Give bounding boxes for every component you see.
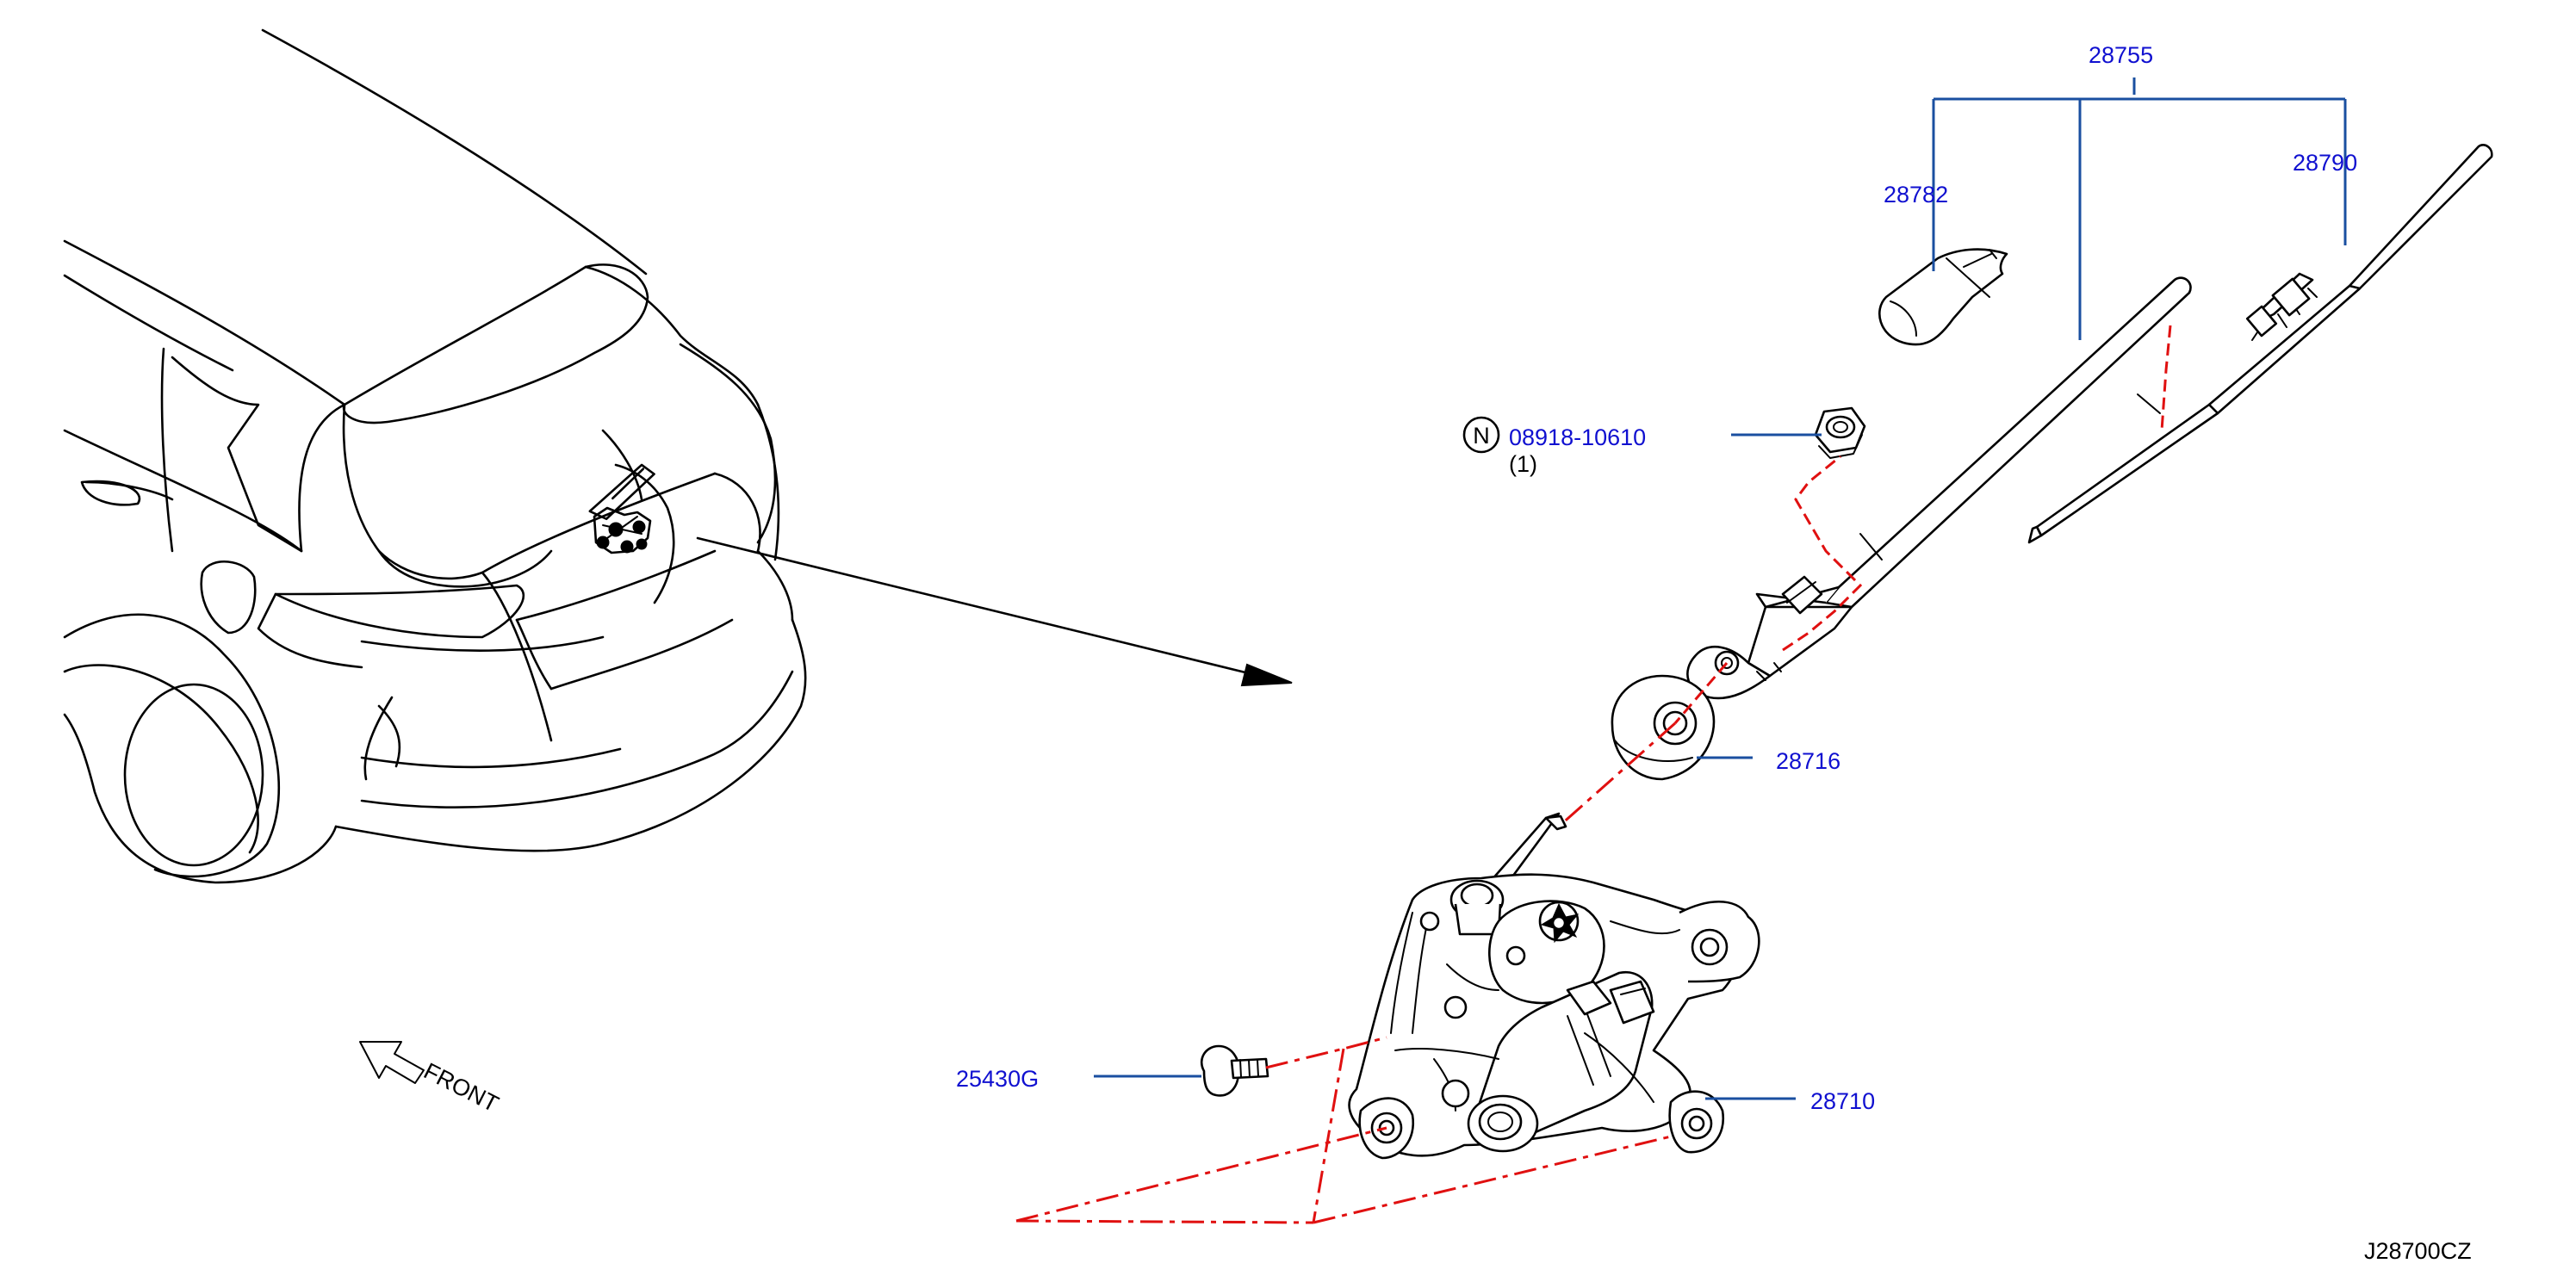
circled-n-icon: N: [1462, 416, 1500, 454]
label-08918-10610[interactable]: 08918-10610: [1509, 424, 1646, 450]
label-28782[interactable]: 28782: [1884, 182, 1948, 207]
centerlines: [1015, 325, 2172, 1224]
leader-lines: [1094, 77, 2347, 1100]
front-arrow-icon: [359, 1041, 425, 1084]
pivot-seal-illustration: [1611, 674, 1716, 781]
arm-cap-illustration: [1878, 248, 2008, 346]
label-28790[interactable]: 28790: [2293, 150, 2357, 176]
label-28755[interactable]: 28755: [2089, 42, 2153, 68]
nut-quantity: (1): [1509, 451, 1537, 477]
wiper-arm-illustration: [1686, 276, 2192, 700]
front-label: FRONT: [419, 1058, 502, 1118]
label-28710[interactable]: 28710: [1810, 1088, 1875, 1114]
label-25430G[interactable]: 25430G: [956, 1066, 1039, 1092]
front-indicator: FRONT: [359, 1041, 503, 1118]
nut-illustration: [1814, 406, 1866, 459]
pointer-arrow: [696, 536, 1293, 687]
nut-marker-text: N: [1473, 423, 1490, 449]
label-28716[interactable]: 28716: [1776, 748, 1840, 774]
wiper-blade-illustration: [2027, 144, 2493, 544]
diagram-id: J28700CZ: [2364, 1238, 2472, 1264]
vehicle-illustration: [63, 28, 807, 884]
bolt-illustration: [1200, 1044, 1269, 1097]
wiper-motor-illustration: [1348, 812, 1760, 1160]
part-labels: 28755 28782 28790 N 08918-10610 (1) 2871…: [956, 42, 2357, 1114]
